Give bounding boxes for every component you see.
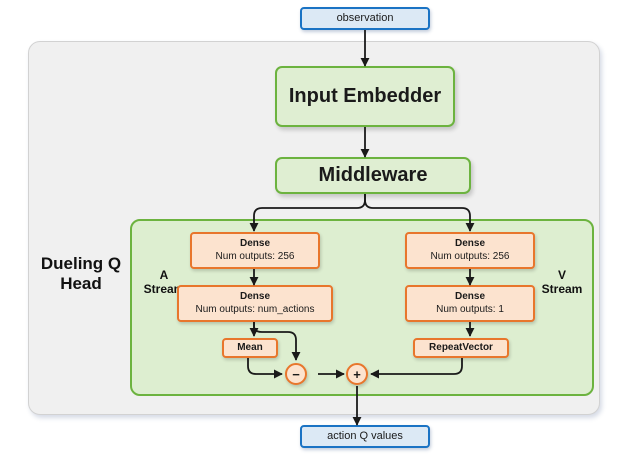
- v-dense-256-subtitle: Num outputs: 256: [430, 250, 510, 262]
- a-dense-256-subtitle: Num outputs: 256: [215, 250, 295, 262]
- v-stream-label: V Stream: [538, 268, 586, 297]
- middleware-label: Middleware: [318, 164, 428, 186]
- add-operator-glyph: +: [353, 366, 361, 382]
- mean-label: Mean: [237, 341, 263, 353]
- v-stream-layer-dense-1[interactable]: Dense Num outputs: 1: [405, 285, 535, 322]
- subtract-operator-glyph: −: [292, 366, 300, 382]
- a-dense-actions-subtitle: Num outputs: num_actions: [195, 303, 315, 315]
- repeat-vector-label: RepeatVector: [429, 341, 493, 353]
- v-stream-layer-repeat-vector[interactable]: RepeatVector: [413, 338, 509, 358]
- a-stream-label-line2: Stream: [143, 282, 185, 297]
- a-stream-layer-mean[interactable]: Mean: [222, 338, 278, 358]
- observation-label: observation: [336, 11, 394, 24]
- dueling-q-head-label-line2: Head: [60, 274, 102, 294]
- a-stream-layer-dense-num-actions[interactable]: Dense Num outputs: num_actions: [177, 285, 333, 322]
- a-stream-label: A Stream: [140, 268, 188, 297]
- v-dense-1-subtitle: Num outputs: 1: [436, 303, 504, 315]
- dueling-q-head-label: Dueling Q Head: [33, 254, 129, 295]
- a-dense-256-title: Dense: [239, 238, 270, 249]
- v-stream-layer-dense-256[interactable]: Dense Num outputs: 256: [405, 232, 535, 269]
- subtract-operator[interactable]: −: [285, 363, 307, 385]
- v-stream-label-line1: V: [557, 268, 566, 282]
- action-q-values-label: action Q values: [327, 429, 403, 442]
- a-dense-actions-title: Dense: [239, 291, 270, 302]
- a-stream-layer-dense-256[interactable]: Dense Num outputs: 256: [190, 232, 320, 269]
- module-input-embedder[interactable]: Input Embedder: [275, 66, 455, 127]
- io-node-action-q-values[interactable]: action Q values: [300, 425, 430, 448]
- v-dense-1-title: Dense: [454, 291, 485, 302]
- module-middleware[interactable]: Middleware: [275, 157, 471, 194]
- v-stream-label-line2: Stream: [541, 282, 583, 297]
- v-dense-256-title: Dense: [454, 238, 485, 249]
- io-node-observation[interactable]: observation: [300, 7, 430, 30]
- dueling-q-head-label-line1: Dueling Q: [40, 254, 122, 273]
- add-operator[interactable]: +: [346, 363, 368, 385]
- input-embedder-label: Input Embedder: [288, 85, 442, 107]
- a-stream-label-line1: A: [159, 268, 169, 282]
